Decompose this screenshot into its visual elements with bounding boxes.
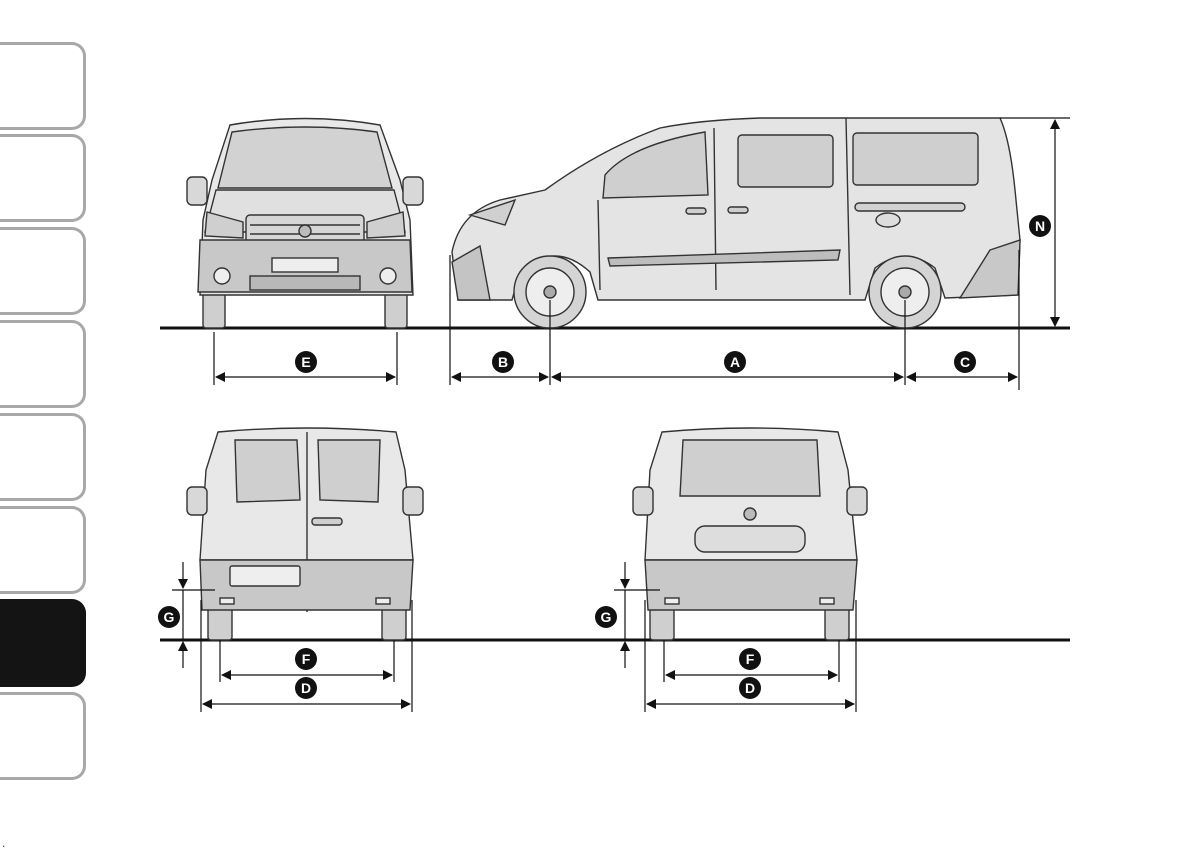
label-f-left: F bbox=[295, 648, 317, 670]
label-c: C bbox=[954, 351, 976, 373]
svg-text:A: A bbox=[730, 354, 740, 370]
label-e: E bbox=[295, 351, 317, 373]
label-d-right: D bbox=[739, 677, 761, 699]
van-rear-view-tailgate bbox=[633, 428, 867, 640]
svg-text:F: F bbox=[746, 651, 755, 667]
label-g-right: G bbox=[595, 606, 617, 628]
label-a: A bbox=[724, 351, 746, 373]
svg-text:F: F bbox=[302, 651, 311, 667]
svg-text:G: G bbox=[601, 609, 612, 625]
label-b: B bbox=[492, 351, 514, 373]
page-corner-mark: . bbox=[2, 836, 5, 850]
svg-text:B: B bbox=[498, 354, 508, 370]
label-n: N bbox=[1029, 215, 1051, 237]
svg-text:E: E bbox=[301, 354, 310, 370]
svg-text:G: G bbox=[164, 609, 175, 625]
van-front-view bbox=[187, 119, 423, 329]
label-f-right: F bbox=[739, 648, 761, 670]
label-d-left: D bbox=[295, 677, 317, 699]
svg-text:N: N bbox=[1035, 218, 1045, 234]
svg-text:C: C bbox=[960, 354, 970, 370]
label-g-left: G bbox=[158, 606, 180, 628]
van-rear-view-twin-doors bbox=[187, 428, 423, 640]
svg-text:D: D bbox=[301, 680, 311, 696]
svg-text:D: D bbox=[745, 680, 755, 696]
van-side-view bbox=[452, 118, 1020, 328]
